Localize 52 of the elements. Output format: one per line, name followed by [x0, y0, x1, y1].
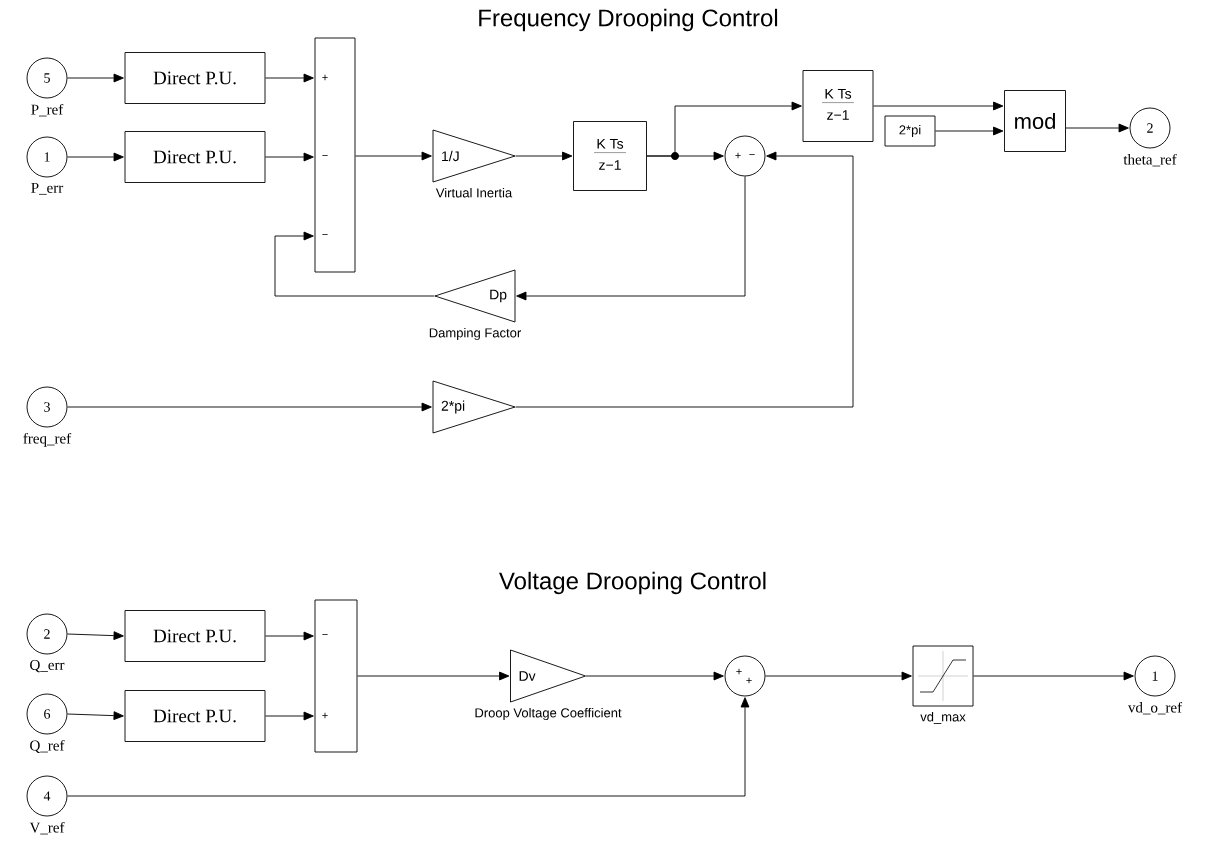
- block-label: Damping Factor: [429, 327, 521, 340]
- constant-block: 2*pi: [884, 115, 936, 147]
- saturation-block: [912, 645, 974, 707]
- arrow: [646, 151, 724, 161]
- arrow: [67, 631, 124, 641]
- block-label: Droop Voltage Coefficient: [475, 707, 622, 721]
- gain-triangle: Dv: [510, 649, 586, 703]
- port-label: Q_ref: [30, 739, 65, 753]
- mod-block: mod: [1004, 90, 1066, 152]
- arrow: [67, 711, 124, 721]
- port-label: freq_ref: [23, 432, 72, 447]
- discrete-integrator-block: K Ts z−1: [802, 70, 874, 142]
- port-label: V_ref: [29, 821, 65, 835]
- arrow: [585, 671, 724, 681]
- arrow: [67, 697, 750, 797]
- arrow: [274, 231, 435, 297]
- gain-triangle: 2*pi: [432, 380, 516, 434]
- gain-triangle: Dp: [434, 269, 516, 323]
- arrow: [516, 176, 746, 301]
- block-label: Virtual Inertia: [435, 187, 513, 198]
- port-label: Q_err: [30, 659, 65, 673]
- arrow: [765, 671, 912, 681]
- unit-conversion-block: Direct P.U.: [124, 690, 266, 742]
- arrow: [265, 73, 314, 83]
- arrow: [67, 152, 124, 162]
- diagram-title: Frequency Drooping Control: [479, 8, 778, 32]
- arrow: [265, 152, 314, 162]
- unit-conversion-block: Direct P.U.: [124, 610, 266, 662]
- unit-conversion-block: Direct P.U.: [124, 131, 266, 183]
- arrow: [355, 151, 432, 161]
- arrow: [873, 101, 1004, 111]
- arrow: [1065, 123, 1129, 133]
- block-label: vd_max: [920, 711, 966, 724]
- unit-conversion-block: Direct P.U.: [124, 52, 266, 104]
- arrow: [515, 151, 854, 408]
- arrow: [515, 151, 573, 161]
- arrow: [935, 126, 1004, 136]
- arrow: [67, 402, 432, 412]
- discrete-integrator-block: K Ts z−1: [573, 121, 647, 191]
- port-label: P_err: [31, 182, 64, 195]
- arrow: [973, 671, 1134, 681]
- arrow: [265, 711, 314, 721]
- arrow: [67, 73, 124, 83]
- port-label: theta_ref: [1123, 153, 1177, 167]
- section-title: Voltage Drooping Control: [499, 571, 766, 595]
- sum-block: + − −: [314, 37, 356, 273]
- arrow: [265, 631, 314, 641]
- gain-triangle: 1/J: [432, 129, 516, 183]
- sum-block: − +: [314, 599, 358, 753]
- arrow: [357, 671, 510, 681]
- port-label: vd_o_ref: [1127, 701, 1183, 715]
- port-label: P_ref: [31, 103, 64, 117]
